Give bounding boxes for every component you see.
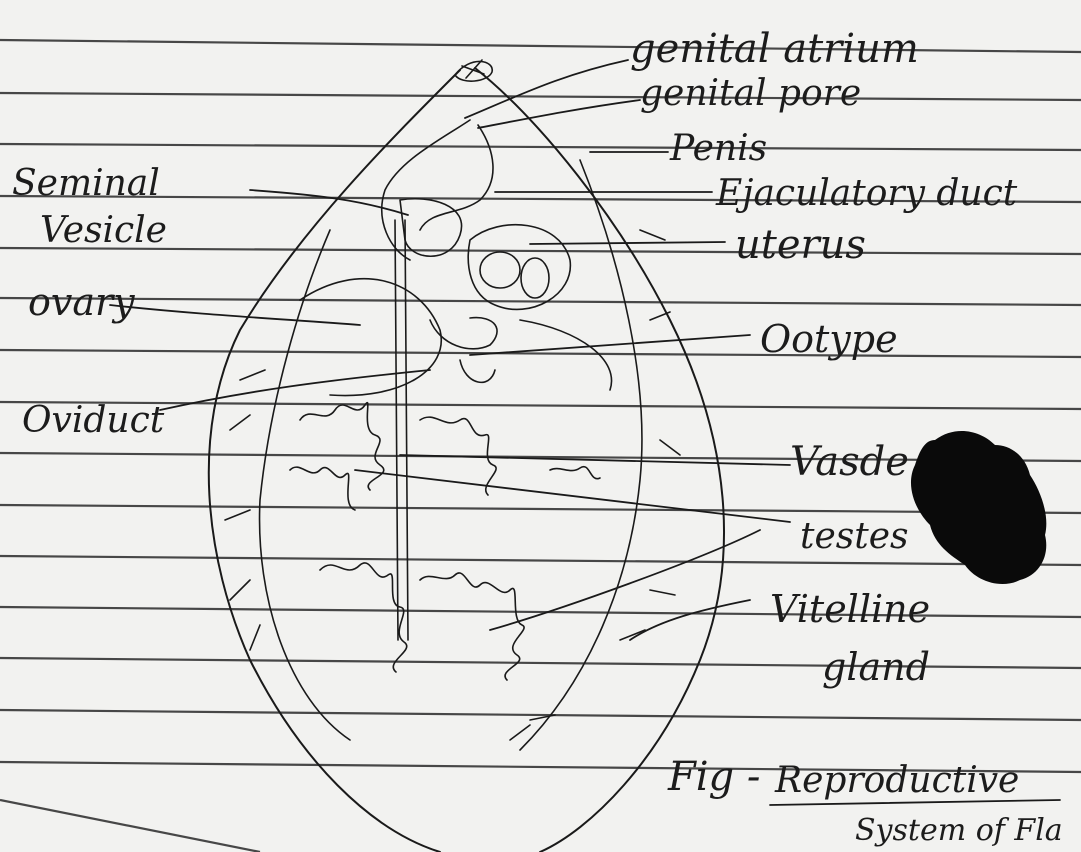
label-genital-pore: genital pore — [640, 73, 861, 114]
label-seminal-vesicle-1: Seminal — [12, 163, 160, 204]
label-ejaculatory-duct: Ejaculatory duct — [715, 173, 1018, 214]
caption-subtitle: System of Fla — [855, 813, 1063, 848]
label-uterus: uterus — [735, 222, 866, 268]
testes-lobes — [290, 403, 600, 680]
label-vitelline-2: gland — [822, 645, 930, 689]
label-ovary: ovary — [28, 280, 135, 324]
label-penis: Penis — [669, 128, 767, 169]
label-seminal-vesicle-2: Vesicle — [40, 210, 167, 251]
label-ootype: Ootype — [760, 317, 898, 361]
figure-caption: Fig - Reproductive System of Fla — [667, 754, 1063, 848]
label-vasdef: Vasde — [790, 439, 909, 485]
caption-title: Reproductive — [774, 760, 1019, 801]
caption-prefix: Fig - — [667, 754, 760, 800]
ruled-lines — [0, 40, 1081, 852]
label-vitelline-1: Vitelline — [770, 587, 930, 631]
ink-blot — [911, 431, 1046, 584]
label-testes: testes — [800, 516, 909, 557]
label-genital-atrium: genital atrium — [630, 26, 919, 72]
label-oviduct: Oviduct — [22, 400, 165, 441]
